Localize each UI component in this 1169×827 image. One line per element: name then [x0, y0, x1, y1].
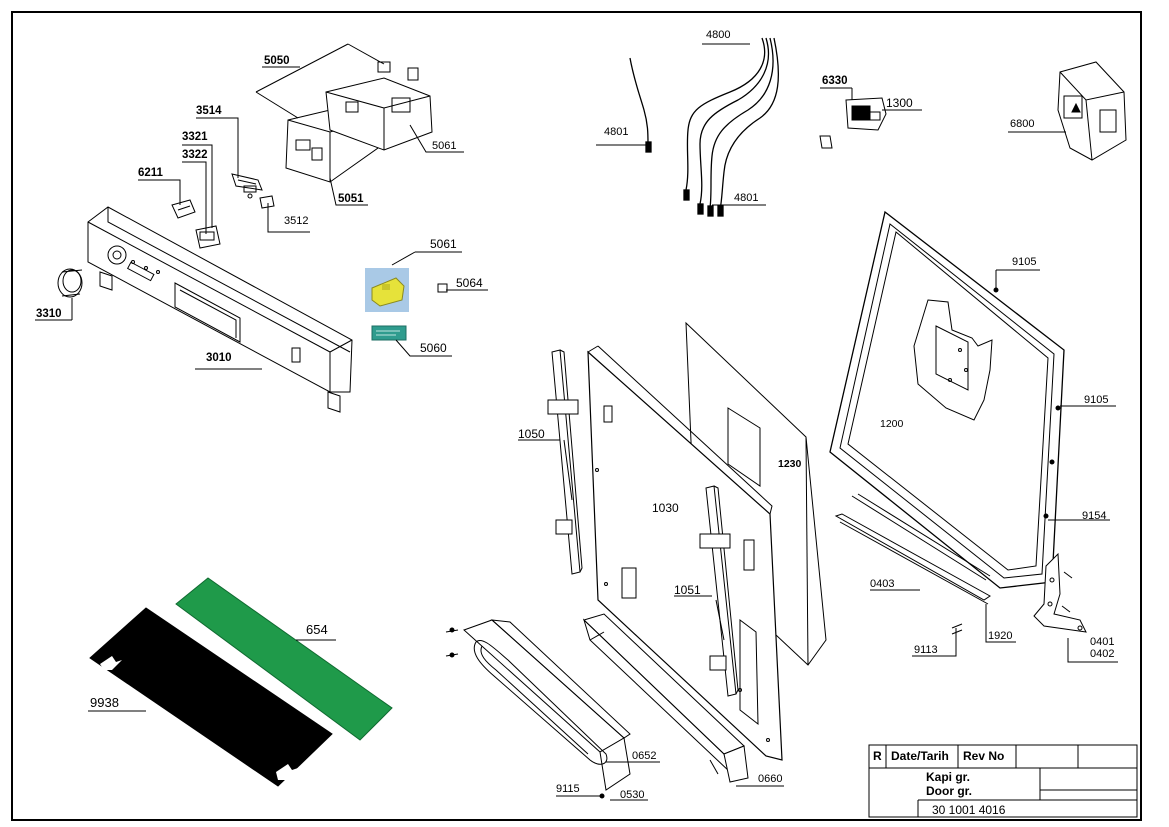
label-1920: 1920 — [988, 630, 1013, 642]
label-1300: 1300 — [886, 96, 913, 110]
title-name-tr: Kapi gr. — [926, 770, 971, 784]
label-5061-top: 5061 — [432, 140, 457, 152]
drawing-frame — [11, 11, 1142, 821]
strip-0403 — [834, 493, 991, 605]
hinge-0401 — [1033, 552, 1087, 633]
title-date: Date/Tarih — [891, 749, 949, 763]
label-9105-right: 9105 — [1084, 394, 1109, 406]
wiring-harness — [629, 37, 779, 217]
label-3310: 3310 — [36, 308, 62, 320]
part-5064 — [437, 283, 448, 293]
label-5061-mid: 5061 — [430, 237, 457, 251]
board-5060 — [371, 325, 407, 341]
label-0401: 0401 — [1090, 636, 1115, 648]
outer-door-1030 — [587, 345, 783, 761]
dispenser-6800 — [1057, 61, 1127, 161]
label-4800: 4800 — [706, 29, 731, 41]
green-strip-654 — [175, 577, 393, 741]
label-654: 654 — [306, 622, 328, 637]
label-4801-left: 4801 — [604, 126, 629, 138]
label-6211: 6211 — [138, 167, 163, 179]
label-3321: 3321 — [182, 131, 208, 143]
label-5050: 5050 — [264, 55, 290, 67]
label-0403: 0403 — [870, 578, 895, 590]
inner-door-1200 — [829, 210, 1065, 589]
label-3010: 3010 — [206, 352, 232, 364]
label-1050: 1050 — [518, 427, 545, 441]
knob-3310 — [57, 268, 83, 298]
title-r: R — [873, 749, 882, 763]
title-block — [868, 744, 1138, 818]
label-0530: 0530 — [620, 789, 645, 801]
electronic-module-housings — [285, 61, 433, 183]
module-5061 — [365, 268, 409, 312]
title-name-en: Door gr. — [926, 784, 973, 798]
title-rev: Rev No — [963, 749, 1005, 763]
label-9113: 9113 — [914, 644, 938, 656]
label-3514: 3514 — [196, 105, 222, 117]
label-6330: 6330 — [822, 75, 848, 87]
label-6800: 6800 — [1010, 118, 1035, 130]
profile-0652 — [463, 619, 631, 791]
label-3512: 3512 — [284, 215, 309, 227]
switch-parts — [171, 173, 275, 249]
label-5051: 5051 — [338, 193, 364, 205]
side-rail-1050 — [547, 349, 583, 575]
side-rail-1051 — [699, 485, 739, 697]
label-9154: 9154 — [1082, 510, 1107, 522]
label-9938: 9938 — [90, 695, 119, 710]
label-1030: 1030 — [652, 501, 679, 515]
label-4801-right: 4801 — [734, 192, 759, 204]
control-panel-3010 — [87, 206, 353, 413]
label-0652: 0652 — [632, 750, 657, 762]
profile-0660 — [582, 613, 749, 783]
label-3322: 3322 — [182, 149, 208, 161]
label-1051: 1051 — [674, 583, 701, 597]
door-lock-1300 — [819, 97, 887, 149]
label-9105-top: 9105 — [1012, 256, 1037, 268]
label-0402: 0402 — [1090, 648, 1115, 660]
label-5064: 5064 — [456, 276, 483, 290]
label-1200: 1200 — [880, 418, 904, 430]
label-0660: 0660 — [758, 773, 783, 785]
drawing-number: 30 1001 4016 — [932, 803, 1006, 817]
label-1230: 1230 — [778, 458, 802, 470]
label-9115: 9115 — [556, 783, 580, 795]
black-sheet-9938 — [89, 607, 333, 787]
label-5060: 5060 — [420, 341, 447, 355]
